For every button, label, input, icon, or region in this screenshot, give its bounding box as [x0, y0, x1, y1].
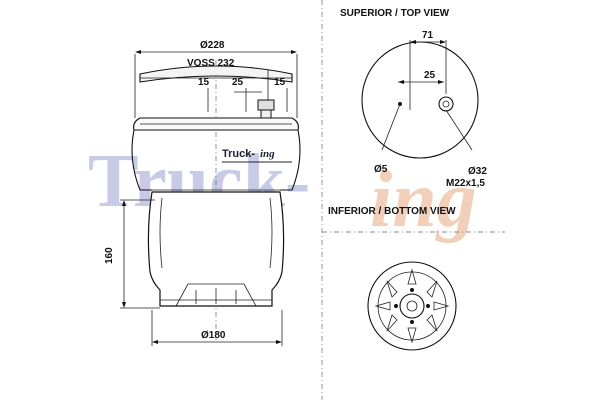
- top-diameter-label: Ø228: [200, 40, 225, 51]
- dim-left-label: 15: [198, 77, 210, 88]
- bolt-hole: [426, 304, 430, 308]
- height-label: 160: [104, 247, 115, 264]
- piston: [147, 191, 285, 307]
- arrowhead: [122, 200, 126, 206]
- bolt-hole: [410, 288, 414, 292]
- dim-mid-label: 25: [232, 77, 244, 88]
- bottom-plate-outline: [367, 261, 457, 351]
- rib: [407, 268, 417, 285]
- arrowhead: [440, 40, 446, 44]
- small-hole-label: Ø5: [374, 164, 388, 175]
- fitting-hole: [438, 96, 454, 112]
- piston-base-detail: [175, 283, 257, 307]
- bottom-center-hole: [406, 300, 418, 312]
- top-view: SUPERIOR / TOP VIEW 71 25 Ø5 Ø32 M22x1,5: [340, 8, 487, 189]
- arrowhead: [291, 50, 297, 54]
- rib: [426, 314, 438, 332]
- bellow-left: [131, 129, 152, 191]
- bottom-view-title: INFERIOR / BOTTOM VIEW: [328, 206, 456, 217]
- top-view-title: SUPERIOR / TOP VIEW: [340, 8, 450, 19]
- dim-right-label: 15: [274, 77, 286, 88]
- offset-label: 71: [422, 30, 434, 41]
- fitting-hole-leader: [445, 109, 473, 151]
- arrowhead: [135, 50, 141, 54]
- rib: [426, 280, 438, 298]
- watermark-brand-script: ing: [370, 156, 477, 244]
- arrowhead: [276, 340, 282, 344]
- arrowhead: [122, 302, 126, 308]
- logo-brand-script: ing: [260, 148, 275, 160]
- arrowhead: [410, 40, 416, 44]
- bellow-right: [280, 129, 301, 191]
- thread-label: M22x1,5: [446, 178, 485, 189]
- rib: [374, 301, 391, 311]
- arrowhead: [398, 80, 404, 84]
- bottom-view: INFERIOR / BOTTOM VIEW: [328, 206, 457, 351]
- piston-inner-left: [159, 197, 163, 269]
- small-hole-leader: [381, 103, 401, 151]
- inner-offset-label: 25: [424, 70, 436, 81]
- bottom-plate-ring: [377, 271, 447, 341]
- bottom-diameter-label: Ø180: [201, 330, 226, 341]
- top-plate: [139, 65, 293, 83]
- arrowhead: [438, 80, 444, 84]
- rib: [433, 301, 450, 311]
- rib: [386, 280, 398, 298]
- connector-nut: [257, 99, 275, 111]
- bolt-hole: [394, 304, 398, 308]
- fitting-hole-inner: [442, 100, 450, 108]
- piston-inner-right: [269, 197, 273, 269]
- logo-brand: Truck-: [222, 148, 255, 160]
- top-plate-outline: [361, 41, 479, 159]
- rib: [407, 327, 417, 344]
- bottom-center-hub: [399, 293, 425, 319]
- brand-logo: Truck- ing: [222, 148, 292, 163]
- arrowhead: [152, 340, 158, 344]
- bolt-hole: [410, 320, 414, 324]
- connector-label: VOSS 232: [187, 58, 235, 69]
- large-hole-label: Ø32: [468, 166, 487, 177]
- bottom-ribs: [374, 268, 450, 344]
- rib: [386, 314, 398, 332]
- side-view: Ø228 VOSS 232 15 25 15: [104, 40, 301, 346]
